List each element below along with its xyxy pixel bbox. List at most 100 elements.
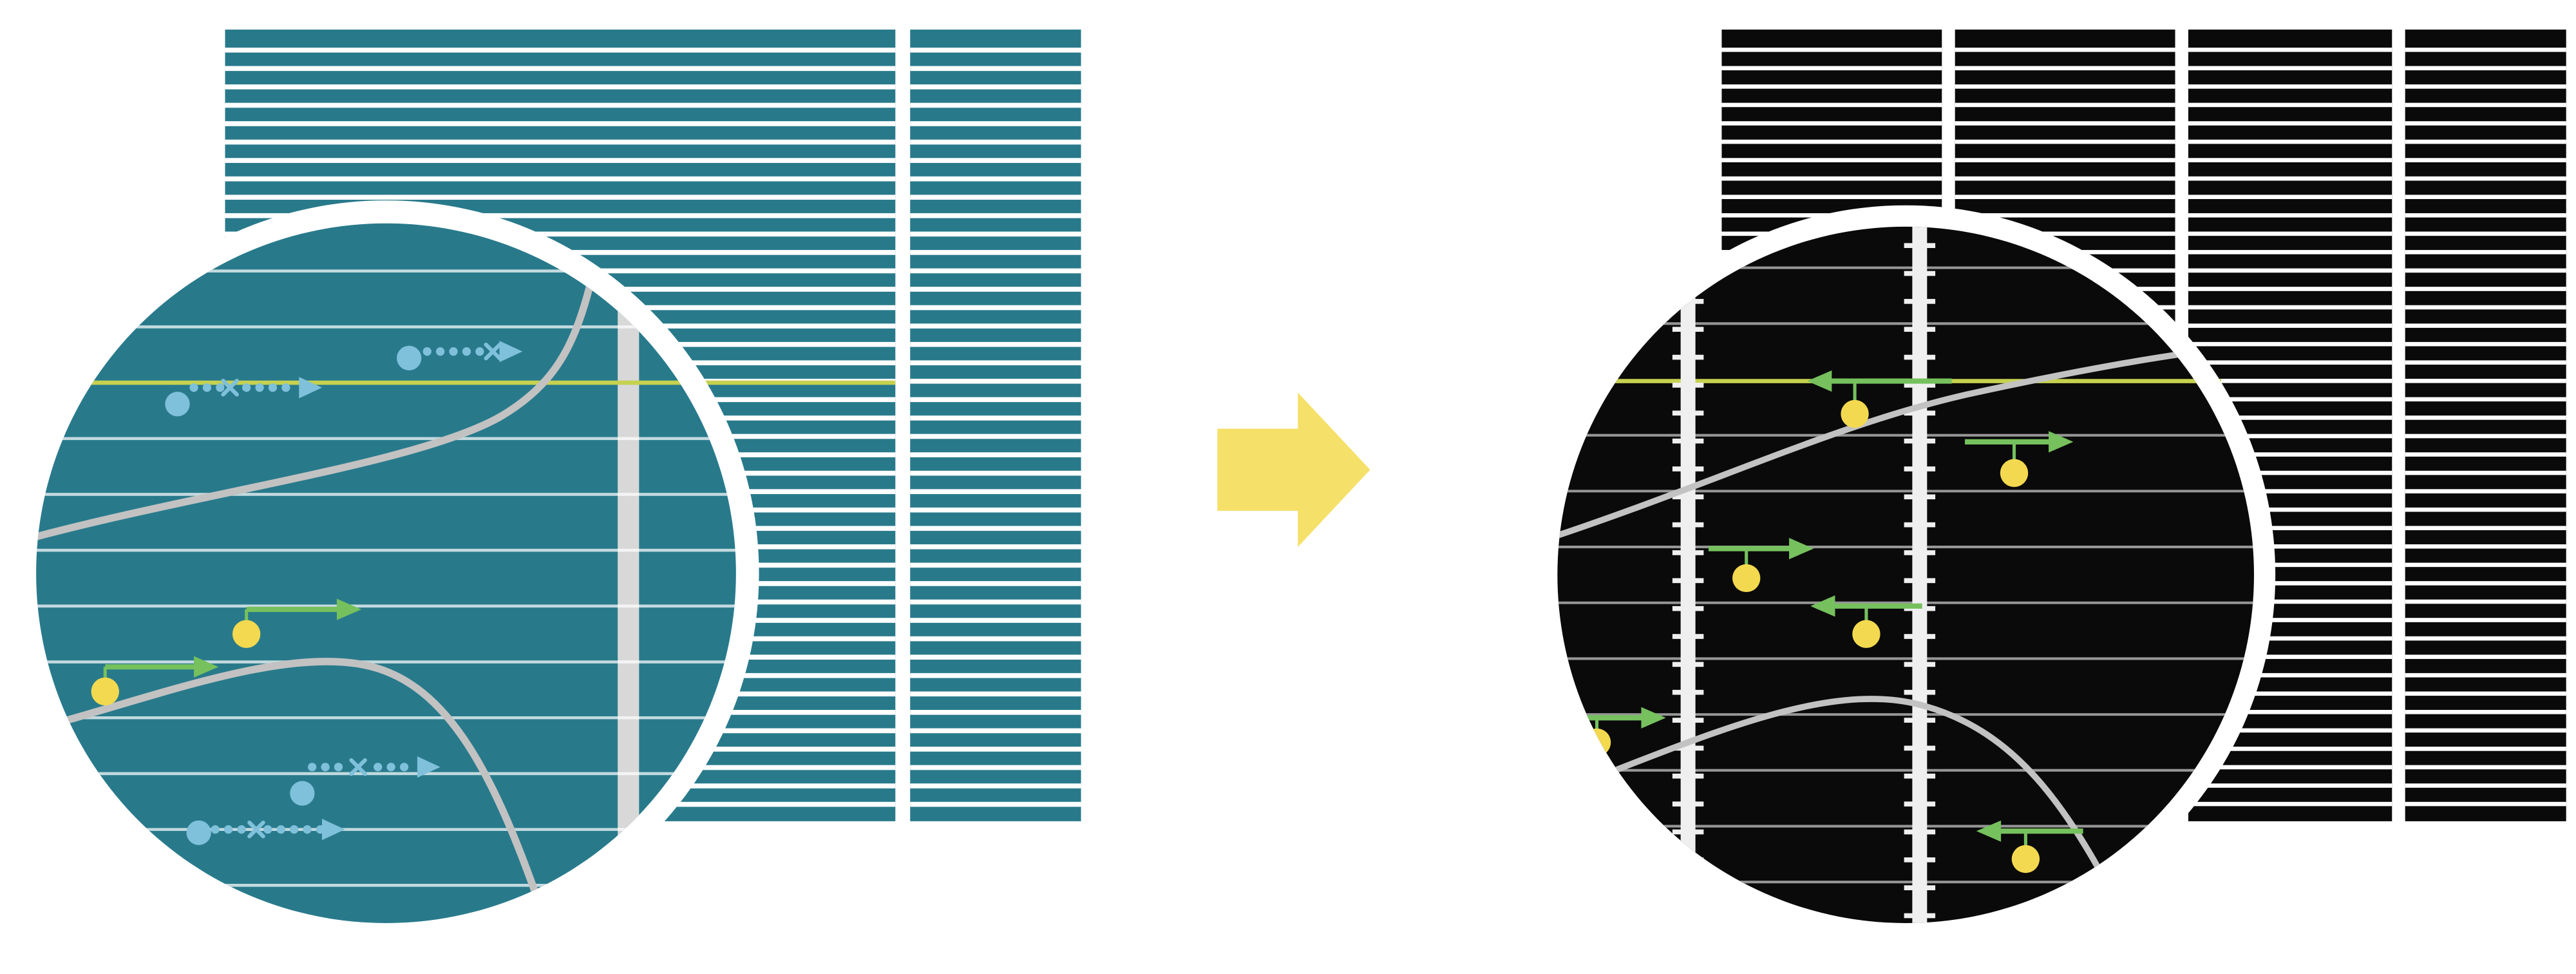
finger-line [2188,636,2392,641]
finger-line [2188,158,2392,162]
busbar-tick [1672,801,1704,807]
arrowhead-icon [194,656,219,678]
finger-line [910,599,1081,605]
busbar-tick [1672,578,1704,584]
finger-line [2188,728,2392,733]
finger-line [2188,526,2392,531]
trail-dot [289,825,299,834]
carrier-dot-yellow [91,677,119,706]
finger-line [1721,158,1942,162]
hopping-carrier-marker [165,377,322,417]
busbar-tick [1672,327,1704,332]
busbar-tick [1672,354,1704,360]
busbar-tick [1672,383,1704,388]
trail-dot [374,763,383,772]
finger-line [2188,489,2392,493]
finger-line [910,378,1081,384]
busbar-tick [1904,689,1936,695]
finger-line [1721,176,1942,181]
finger-line [1955,139,2175,144]
busbar-tick [1904,885,1936,890]
finger-line [2188,507,2392,512]
grain-boundary-line [36,658,551,923]
finger-line [2188,618,2392,622]
finger-line [2188,599,2392,604]
finger-line [1955,121,2175,126]
transition-arrow-icon [1217,392,1370,548]
finger-line [910,636,1081,642]
cell-column [2405,29,2566,821]
hopping-carrier-marker [290,756,440,806]
trap-cross-icon [349,758,367,776]
busbar-tick [1904,550,1936,555]
busbar-tick [1672,773,1704,779]
finger-line [2188,47,2392,52]
busbar-tick [1672,550,1704,555]
finger-line [2405,765,2566,770]
carrier-dot-yellow [1841,399,1869,428]
finger-line [2405,176,2566,181]
carrier-dot-yellow [232,620,261,648]
finger-line [225,139,896,145]
finger-line [225,121,896,126]
finger-line [910,562,1081,568]
busbar-tick [1904,913,1936,919]
busbar-tick [1672,243,1704,249]
finger-line [225,158,896,163]
finger-line [2405,691,2566,696]
drift-carrier-marker [1709,538,1814,593]
busbar-tick [1672,885,1704,890]
busbar-tick [1904,410,1936,416]
finger-line [2405,102,2566,108]
busbar-tick [1904,745,1936,751]
finger-line [1721,47,1942,52]
finger-line [2188,195,2392,200]
busbar-tick [1904,299,1936,304]
finger-line [910,305,1081,310]
carrier-dot-blue [165,392,190,417]
busbar-tick [1904,271,1936,276]
finger-line [2188,305,2392,310]
drift-carrier-marker [232,598,362,648]
trail-dot [386,763,395,772]
finger-line [2405,489,2566,493]
finger-line [2188,765,2392,770]
finger-line [2188,581,2392,586]
finger-line [2405,415,2566,420]
trail-dot [263,825,272,834]
finger-line [2188,747,2392,751]
trail-dot [242,383,251,392]
finger-line [2405,47,2566,52]
trail-dot [334,763,343,772]
drift-carrier-marker [1965,431,2074,487]
finger-line [910,323,1081,329]
finger-line [910,102,1081,108]
carrier-dot-yellow [2000,459,2029,487]
trap-cross-icon [221,378,239,397]
finger-line [2405,195,2566,200]
finger-line [2188,341,2392,347]
finger-line [1721,139,1942,144]
finger-line [910,47,1081,53]
finger-line [2405,158,2566,162]
trap-cross-icon [247,820,265,839]
busbar-tick [1904,829,1936,835]
carrier-dot-blue [397,345,422,370]
finger-line [2405,250,2566,254]
busbar-tick [1672,634,1704,639]
finger-line [910,176,1081,182]
hopping-carrier-marker [397,341,523,370]
finger-line [910,691,1081,697]
finger-line [2405,728,2566,733]
finger-line [2188,691,2392,696]
finger-line [2188,176,2392,181]
busbar-tick [1904,718,1936,723]
carrier-dot-yellow [2011,845,2040,874]
finger-line [2405,121,2566,126]
trail-dot [422,347,431,356]
finger-line [2405,305,2566,310]
grain-boundary-line [36,223,614,546]
busbar-tick [1672,522,1704,528]
